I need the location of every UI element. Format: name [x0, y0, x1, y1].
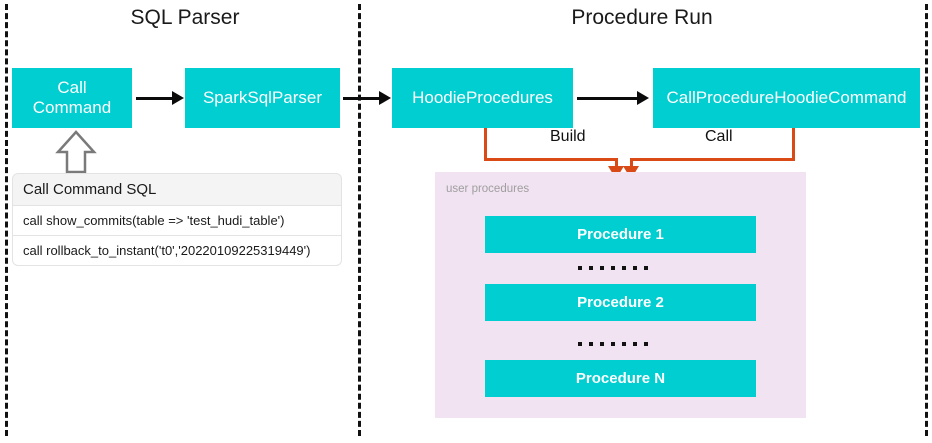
arrow-hoodie-to-command-head	[637, 91, 649, 105]
edge-label-call: Call	[700, 128, 738, 146]
arrow-parser-to-hoodie-head	[379, 91, 391, 105]
procedure-box-1[interactable]: Procedure 1	[485, 216, 756, 253]
build-connector-vertical-left	[484, 128, 487, 161]
divider-right	[925, 4, 928, 436]
node-call-command-label-line2: Command	[32, 98, 112, 117]
procedure-box-1-label: Procedure 1	[577, 226, 664, 243]
procedure-box-2[interactable]: Procedure 2	[485, 284, 756, 321]
node-call-procedure-hoodie-command-label: CallProcedureHoodieCommand	[666, 87, 907, 107]
call-command-sql-row[interactable]: call rollback_to_instant('t0','202201092…	[12, 236, 342, 266]
node-call-procedure-hoodie-command[interactable]: CallProcedureHoodieCommand	[653, 68, 920, 128]
call-command-sql-card: Call Command SQL call show_commits(table…	[12, 173, 342, 266]
arrow-call-command-to-parser-head	[172, 91, 184, 105]
section-title-sql-parser: SQL Parser	[130, 6, 240, 29]
divider-left	[5, 4, 8, 436]
build-connector-vertical-down	[615, 158, 618, 169]
procedure-box-2-label: Procedure 2	[577, 294, 664, 311]
ellipsis-2	[578, 342, 648, 346]
call-command-sql-card-header: Call Command SQL	[12, 173, 342, 206]
edge-label-build: Build	[545, 128, 591, 146]
procedure-box-n[interactable]: Procedure N	[485, 360, 756, 397]
arrow-parser-to-hoodie-line	[343, 97, 383, 100]
node-hoodie-procedures[interactable]: HoodieProcedures	[392, 68, 573, 128]
call-command-sql-row[interactable]: call show_commits(table => 'test_hudi_ta…	[12, 206, 342, 236]
node-hoodie-procedures-label: HoodieProcedures	[412, 87, 553, 107]
arrow-call-command-to-parser-line	[136, 97, 174, 100]
node-spark-sql-parser[interactable]: SparkSqlParser	[185, 68, 340, 128]
build-connector-horizontal	[484, 158, 618, 161]
procedure-box-n-label: Procedure N	[575, 370, 666, 387]
call-connector-vertical-down	[630, 158, 633, 169]
call-connector-horizontal	[630, 158, 795, 161]
user-procedures-panel-label: user procedures	[446, 183, 530, 195]
ellipsis-1	[578, 266, 648, 270]
node-call-command[interactable]: Call Command	[12, 68, 132, 128]
divider-middle	[358, 4, 361, 436]
callout-up-arrow-icon	[53, 128, 99, 174]
call-connector-vertical-right	[792, 128, 795, 161]
node-spark-sql-parser-label: SparkSqlParser	[202, 87, 323, 107]
node-call-command-label-line1: Call	[57, 77, 87, 97]
section-title-procedure-run: Procedure Run	[571, 6, 713, 29]
arrow-hoodie-to-command-line	[577, 97, 639, 100]
